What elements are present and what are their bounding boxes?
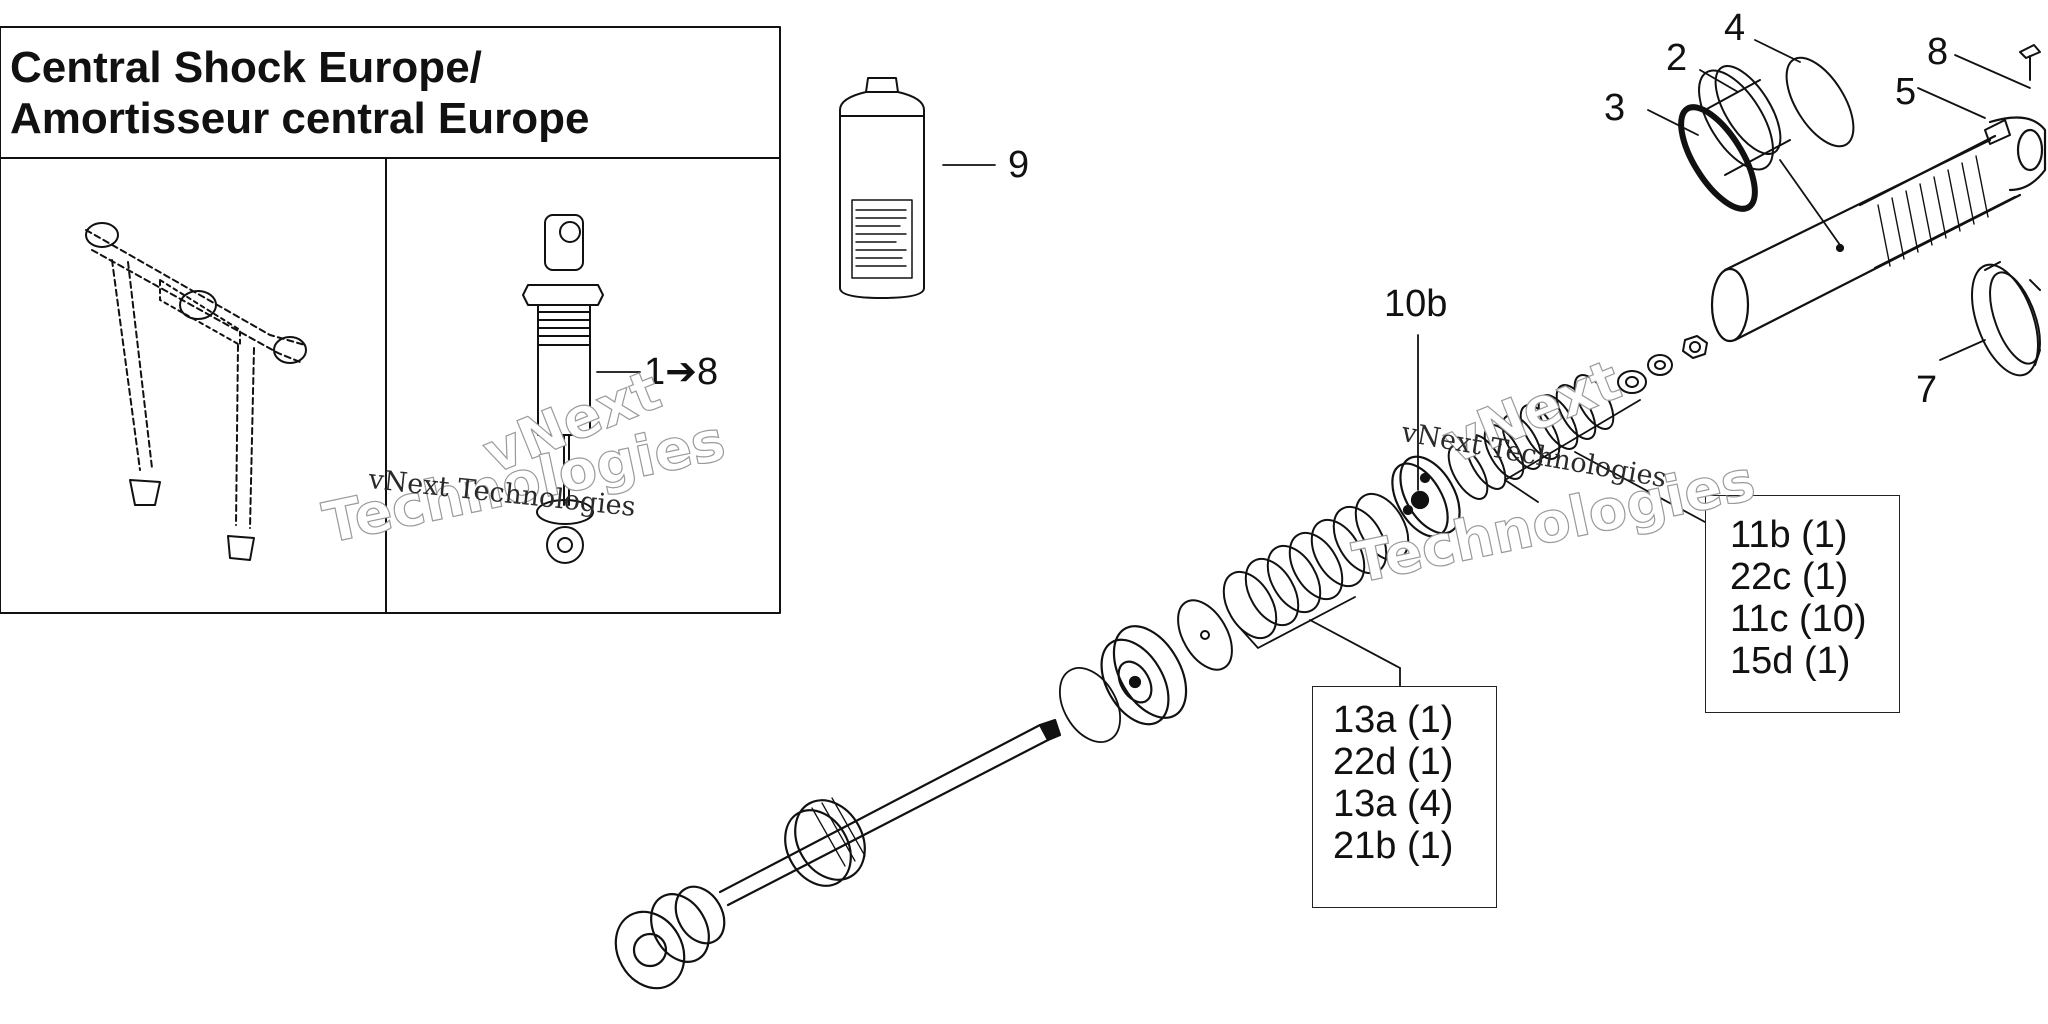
kit-item: 15d (1) [1730,640,1851,682]
kit-item: 13a (4) [1333,783,1454,825]
kit-item: 22d (1) [1333,741,1454,783]
upper-shim-stack [1447,374,1615,500]
kit-item: 13a (1) [1333,699,1454,741]
kit-item: 21b (1) [1333,825,1454,867]
page-title-line1: Central Shock Europe/ [10,43,482,92]
spring-retainer [1971,261,2041,377]
kit-item: 11c (10) [1730,598,1867,640]
callout-5: 5 [1895,71,1917,113]
lower-kit-box: 13a (1) 22d (1) 13a (4) 21b (1) [1312,686,1497,908]
callout-8: 8 [1927,31,1949,73]
shaft-nut-washers [1617,335,1708,394]
callout-7: 7 [1916,369,1938,411]
shock-oil-bottle [839,77,925,299]
callout-3: 3 [1604,87,1626,129]
kit-item: 22c (1) [1730,556,1849,598]
title-panel-frame [0,26,781,614]
shock-shaft [614,718,1062,990]
lower-washer [1177,599,1233,671]
callout-4: 4 [1724,7,1746,49]
seal-head-parts [1678,56,1855,212]
shock-body [1710,116,2047,343]
callout-10b: 10b [1384,283,1448,325]
callout-assembly-range: 1➔8 [644,351,719,393]
piston [1391,455,1461,538]
upper-kit-box: 11b (1) 22c (1) 11c (10) 15d (1) [1705,495,1900,713]
vehicle-frame-locator-sketch [85,222,307,561]
seal-head [1100,625,1188,726]
page-title-line2: Amortisseur central Europe [10,94,590,143]
callout-9: 9 [1008,144,1030,186]
leader-lines [596,39,2031,687]
kit-item: 11b (1) [1730,514,1848,556]
lower-shim-stack [1222,492,1410,640]
assembled-shock-sketch [522,214,604,564]
bleed-screw [1984,44,2041,145]
lower-o-ring [1058,667,1122,743]
callout-2: 2 [1666,37,1688,79]
